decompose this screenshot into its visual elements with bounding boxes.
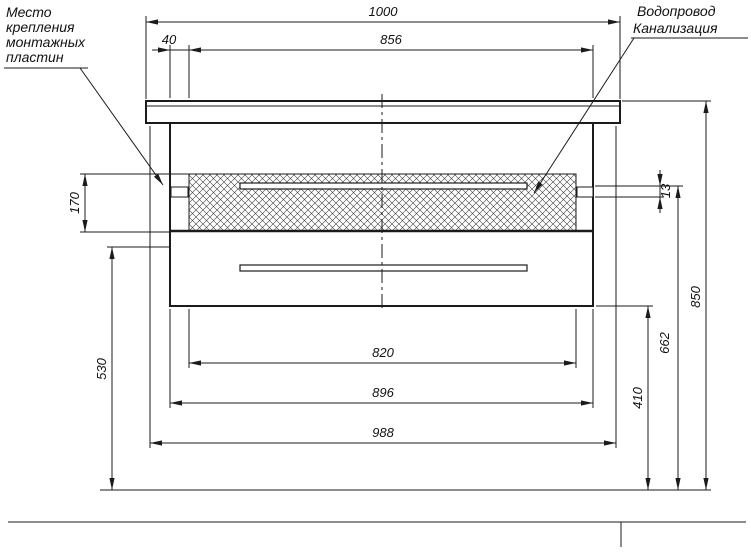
dim-410-value: 410	[630, 386, 645, 408]
dim-1000: 1000	[145, 4, 621, 99]
leader-line	[79, 67, 164, 186]
dim-820: 820	[188, 309, 577, 368]
dim-850-value: 850	[688, 285, 703, 307]
dim-850: 850	[622, 100, 711, 490]
mounting-label-line1: Место	[6, 4, 52, 20]
mounting-plates-annotation: Место крепления монтажных пластин	[4, 4, 164, 186]
dim-856: 856	[169, 32, 594, 98]
dim-410: 410	[596, 305, 653, 490]
dim-988: 988	[149, 126, 617, 448]
leader-line	[533, 37, 635, 194]
dim-896: 896	[169, 309, 594, 408]
dim-170-value: 170	[67, 191, 82, 213]
mounting-plate-right	[576, 186, 594, 198]
cabinet-object	[8, 94, 746, 547]
dim-1000-value: 1000	[369, 4, 399, 19]
mounting-label-line4: пластин	[6, 49, 64, 65]
dim-896-value: 896	[372, 385, 394, 400]
dim-662-value: 662	[657, 331, 672, 353]
dim-13-value: 13	[658, 183, 673, 198]
plumbing-annotation: Водопровод Канализация	[533, 3, 748, 194]
mounting-label-line3: монтажных	[6, 34, 86, 50]
dim-662: 662	[657, 186, 681, 490]
dim-530-value: 530	[94, 357, 109, 379]
dim-856-value: 856	[380, 32, 402, 47]
dim-40-value: 40	[162, 32, 177, 47]
dim-530: 530	[94, 246, 170, 490]
dim-40: 40	[152, 32, 189, 53]
dim-170: 170	[67, 173, 189, 233]
dim-13: 13	[595, 170, 683, 213]
countertop-outline	[145, 100, 621, 124]
mounting-label-line2: крепления	[6, 19, 75, 35]
drawer-handle-top	[239, 182, 528, 190]
dim-820-value: 820	[372, 345, 394, 360]
mounting-plate-left	[170, 186, 189, 198]
water-supply-label: Водопровод	[637, 3, 716, 19]
drawer-handle-bottom	[239, 264, 528, 272]
dim-988-value: 988	[372, 425, 394, 440]
sewerage-label: Канализация	[633, 20, 718, 36]
